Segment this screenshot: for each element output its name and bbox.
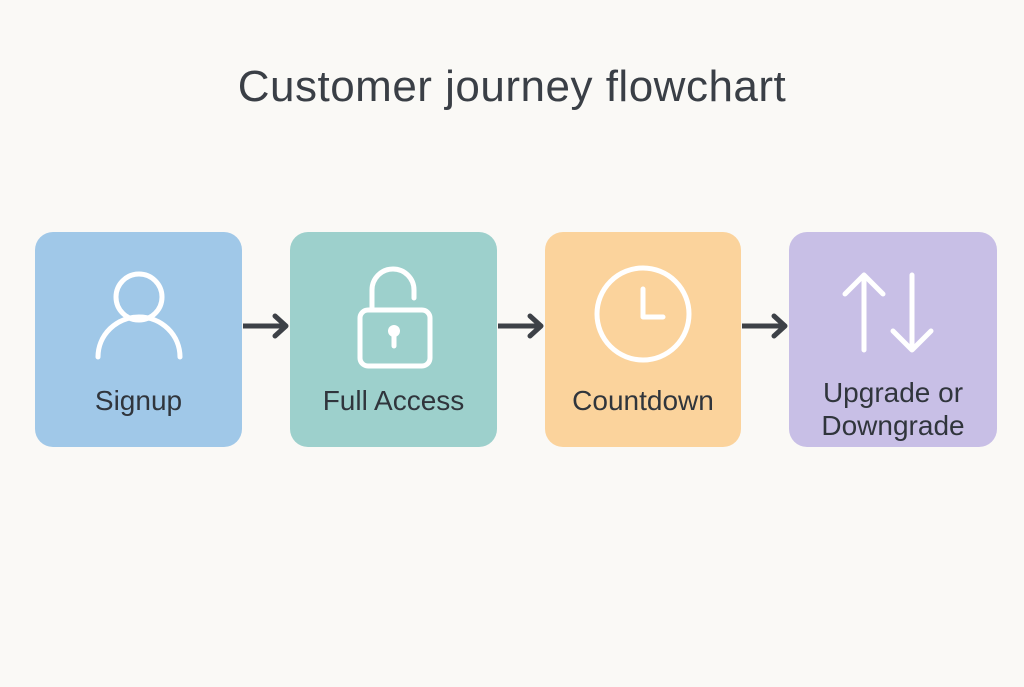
unlock-icon	[357, 266, 433, 369]
arrow-icon	[498, 313, 544, 339]
step-label: Countdown	[572, 385, 714, 416]
step-signup: Signup	[35, 232, 242, 447]
step-label-line1: Upgrade or	[822, 377, 964, 408]
step-label: Upgrade or Downgrade	[789, 376, 997, 442]
clock-icon	[594, 265, 692, 363]
page-title: Customer journey flowchart	[237, 62, 787, 111]
step-label: Full Access	[322, 385, 465, 416]
arrow-icon	[742, 313, 788, 339]
step-label: Signup	[94, 385, 183, 416]
arrow-icon	[243, 313, 289, 339]
step-upgrade-or-downgrade: Upgrade or Downgrade	[789, 232, 997, 447]
up-down-arrows-icon	[842, 272, 934, 353]
step-countdown: Countdown	[545, 232, 741, 447]
step-label-line2: Downgrade	[821, 410, 965, 441]
step-full-access: Full Access	[290, 232, 497, 447]
user-icon	[95, 271, 183, 360]
